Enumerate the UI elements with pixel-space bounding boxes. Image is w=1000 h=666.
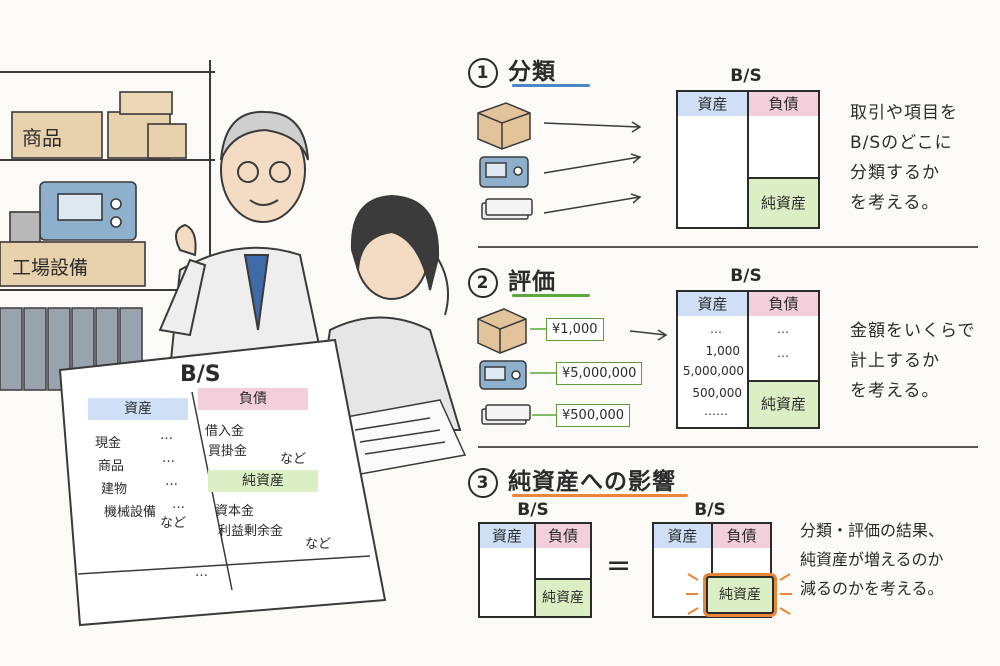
section3-right-assets: 資産: [654, 524, 711, 548]
section1-title-text: 分類: [508, 59, 556, 85]
section2-equity-cell: 純資産: [749, 380, 818, 427]
section3-right-liabilities: 負債: [713, 524, 770, 548]
goods-boxes: [11, 91, 187, 159]
machine-icon: [479, 360, 527, 390]
machine: [9, 181, 137, 243]
section2-title-text: 評価: [508, 269, 556, 295]
sheet-asset-item: 商品: [98, 459, 125, 474]
box-icon: [477, 308, 527, 354]
asset-value: 1,000: [705, 344, 740, 358]
sheet-assets-head: 資産: [88, 398, 188, 420]
section1-assets-cell: 資産: [678, 92, 747, 116]
section3-underline: [512, 494, 688, 497]
section3-title-text: 純資産への影響: [508, 469, 676, 495]
cash-icon: [481, 404, 531, 425]
section3-description: 分類・評価の結果、 純資産が増えるのか 減るのかを考える。: [800, 521, 945, 598]
price-tag: ¥5,000,000: [556, 362, 643, 385]
arrow-icon: [543, 121, 642, 214]
asset-value: 5,000,000: [682, 364, 744, 378]
emphasis-rays-icon: [686, 573, 792, 615]
equals-sign: =: [606, 548, 632, 583]
section3-left-bs: 資産 負債 純資産: [478, 522, 592, 618]
section2-underline: [512, 294, 590, 297]
machine-icon: [479, 156, 529, 188]
equipment-crate: [0, 241, 146, 287]
section2-liabilities-cell: 負債: [749, 292, 818, 316]
sheet-liabilities-head: 負債: [198, 388, 308, 410]
sheet-equity-item: 資本金: [215, 504, 255, 519]
goods-label: 商品: [22, 126, 62, 150]
liability-value: …: [777, 322, 789, 336]
sheet-equity-head: 純資産: [208, 470, 318, 492]
section2-title: 2 評価: [468, 262, 556, 298]
sheet-asset-etc: など: [160, 516, 187, 531]
section1-liabilities-cell: 負債: [749, 92, 818, 116]
section2-bs-caption: B/S: [730, 266, 762, 286]
asset-value: 500,000: [692, 386, 742, 400]
section1-bs-caption: B/S: [730, 66, 762, 86]
sheet-equity-etc: など: [305, 537, 332, 552]
section2-items: [477, 308, 668, 425]
section3-left-equity: 純資産: [536, 578, 590, 616]
section2-assets-cell: 資産: [678, 292, 747, 316]
sheet-asset-item: 建物: [101, 482, 128, 497]
sheet-title: B/S: [180, 362, 221, 387]
section1-bs-table: 資産 負債 純資産: [676, 90, 820, 229]
section-divider: [478, 246, 978, 248]
section3-left-assets: 資産: [480, 524, 534, 548]
connector-lines: [530, 328, 556, 416]
sheet-asset-item: 機械設備: [104, 505, 157, 520]
cash-icon: [481, 198, 533, 220]
binders: [0, 307, 143, 391]
sheet-asset-dots: …: [162, 451, 175, 466]
section3-number: 3: [468, 467, 498, 498]
section1-title: 1 分類: [468, 52, 556, 88]
section2-bs-table: 資産 負債 純資産 … 1,000 5,000,000 500,000 …… ……: [676, 290, 820, 429]
equipment-label: 工場設備: [12, 257, 89, 279]
section2-description: 金額をいくらで 計上するか を考える。: [850, 321, 976, 401]
section-divider: [478, 446, 978, 448]
sheet-asset-item: 現金: [95, 436, 122, 451]
section2-number: 2: [468, 267, 498, 298]
asset-value: …: [710, 322, 722, 336]
sheet-asset-dots: …: [160, 428, 173, 443]
box-icon: [477, 102, 531, 150]
section3-left-liabilities: 負債: [536, 524, 590, 548]
sheet-liability-item: 借入金: [205, 424, 245, 439]
section1-items: [477, 102, 642, 220]
sheet-equity-item: 利益剰余金: [218, 524, 284, 539]
office-illustration: [0, 60, 467, 627]
liability-value: …: [777, 346, 789, 360]
bs-divider: [534, 524, 536, 616]
section3-right-caption: B/S: [694, 500, 726, 520]
section3-left-caption: B/S: [517, 500, 549, 520]
section1-number: 1: [468, 57, 498, 88]
sheet-footer-dots: …: [195, 565, 208, 580]
asset-value: ……: [704, 404, 728, 418]
sheet-liability-etc: など: [280, 452, 307, 467]
bs-divider: [747, 92, 749, 227]
section3-highlighted-equity: 純資産: [706, 576, 774, 614]
sheet-liability-item: 買掛金: [208, 444, 248, 459]
section1-description: 取引や項目を B/Sのどこに 分類するか を考える。: [850, 103, 958, 213]
section1-equity-cell: 純資産: [749, 177, 818, 227]
bs-divider: [747, 292, 749, 427]
arrow-icon: [629, 329, 668, 341]
bs-divider: [711, 524, 713, 616]
young-woman-figure: [313, 194, 462, 431]
section3-title: 3 純資産への影響: [468, 462, 676, 498]
price-tag: ¥500,000: [556, 404, 631, 427]
sheet-asset-dots: …: [172, 497, 185, 512]
section1-underline: [512, 84, 590, 87]
price-tag: ¥1,000: [546, 318, 604, 341]
sheet-asset-dots: …: [165, 474, 178, 489]
